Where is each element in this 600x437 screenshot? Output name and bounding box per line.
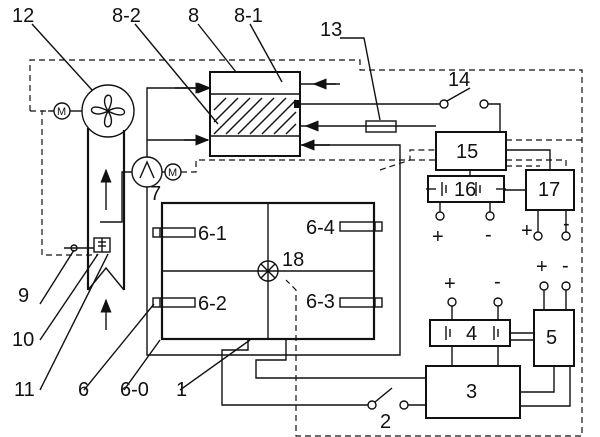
- label-4: 4: [466, 323, 477, 345]
- label-3: 3: [466, 381, 477, 403]
- battery-16: [426, 175, 506, 221]
- sensor-18-icon: [257, 260, 279, 282]
- svg-text:M: M: [57, 106, 66, 118]
- label-8: 8: [188, 5, 199, 27]
- label-9: 9: [18, 285, 29, 307]
- heat-exchanger-8: [209, 71, 301, 157]
- label-6-3: 6-3: [306, 291, 335, 313]
- terminal-5-plus: +: [536, 256, 548, 278]
- label-6: 6: [78, 379, 89, 401]
- label-8-2: 8-2: [112, 5, 141, 27]
- valve-9-icon: [64, 244, 94, 252]
- label-6-1: 6-1: [198, 223, 227, 245]
- label-7: 7: [150, 183, 161, 205]
- label-6-2: 6-2: [198, 293, 227, 315]
- label-6-0: 6-0: [120, 379, 149, 401]
- heater-6-4: [339, 221, 383, 232]
- label-14: 14: [448, 69, 470, 91]
- hatched-core: [213, 97, 297, 135]
- label-10: 10: [12, 329, 34, 351]
- switch-14: [439, 87, 501, 132]
- label-8-1: 8-1: [234, 5, 263, 27]
- sensor-11: [93, 237, 111, 253]
- resistor-13: [365, 120, 397, 133]
- heater-6-2: [152, 297, 196, 308]
- leader-lines: [31, 23, 381, 391]
- heater-6-1: [152, 227, 196, 238]
- terminal-17-minus: -: [563, 213, 570, 235]
- label-16: 16: [454, 179, 476, 201]
- heater-6-3: [339, 297, 383, 308]
- controller-15: [435, 131, 507, 171]
- label-17: 17: [538, 179, 560, 201]
- label-12: 12: [12, 5, 34, 27]
- label-15: 15: [456, 141, 478, 163]
- label-11: 11: [14, 379, 35, 401]
- switch-2: [367, 387, 426, 410]
- terminal-16-minus: -: [485, 224, 492, 246]
- module-5: [533, 281, 575, 367]
- terminal-16-plus: +: [432, 226, 444, 248]
- label-2: 2: [380, 411, 391, 433]
- label-13: 13: [320, 19, 342, 41]
- module-17: [525, 169, 575, 241]
- charger-3: [425, 365, 521, 419]
- fan-12: [81, 84, 135, 138]
- label-6-4: 6-4: [306, 217, 335, 239]
- fan-motor-icon: M: [53, 102, 71, 120]
- terminal-4-minus: -: [494, 271, 501, 293]
- terminal-5-minus: -: [562, 255, 569, 277]
- label-1: 1: [176, 379, 187, 401]
- label-5: 5: [546, 327, 557, 349]
- label-18: 18: [282, 249, 304, 271]
- pump-motor-icon: M: [164, 163, 182, 181]
- terminal-17-plus: +: [521, 220, 533, 242]
- terminal-4-plus: +: [444, 273, 456, 295]
- svg-text:M: M: [168, 167, 177, 179]
